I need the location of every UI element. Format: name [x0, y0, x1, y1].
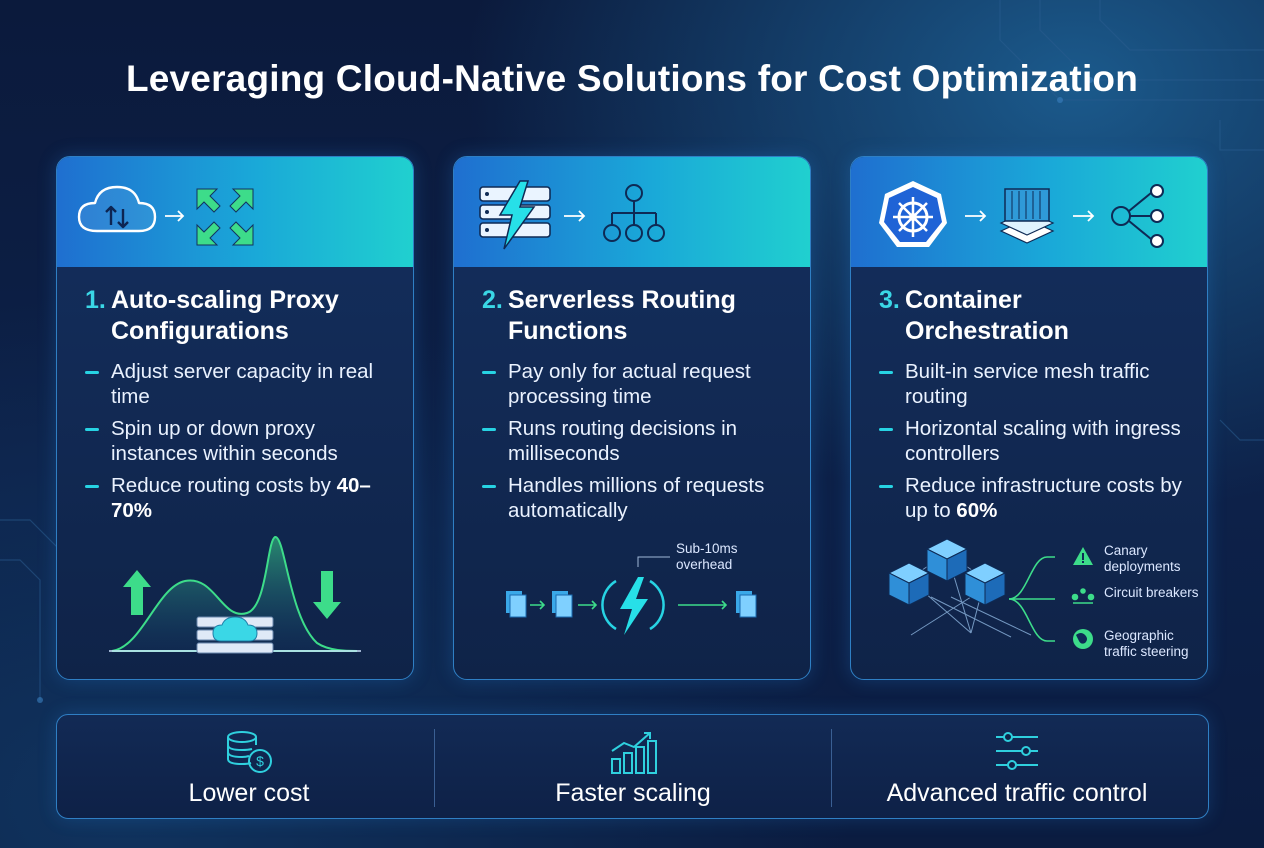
- highlight-value: 60%: [956, 499, 998, 522]
- document-icon: [552, 591, 573, 618]
- up-arrow-icon: [123, 570, 151, 615]
- page-title: Leveraging Cloud-Native Solutions for Co…: [125, 58, 1139, 99]
- card-container-orchestration: 3.Container Orchestration Built-in servi…: [850, 156, 1208, 680]
- request-flow-illustration: [506, 556, 757, 635]
- benefit-faster-scaling: Faster scaling: [441, 715, 825, 820]
- bullet-item: Reduce infrastructure costs by up to 60%: [879, 473, 1184, 523]
- scaling-curve-illustration: [109, 535, 361, 654]
- container-mesh-illustration: [887, 538, 1095, 649]
- circuit-icon: [1071, 588, 1095, 604]
- hierarchy-icon: [603, 184, 665, 242]
- arrow-right-icon: [578, 600, 598, 610]
- arrow-right-icon: [530, 600, 546, 610]
- bullet-list: Pay only for actual request processing t…: [482, 359, 787, 530]
- benefit-lower-cost: $ Lower cost: [57, 715, 441, 820]
- divider: [434, 729, 435, 807]
- card-title-text: Auto-scaling Proxy Configurations: [111, 286, 339, 345]
- bullet-item: Runs routing decisions in milliseconds: [482, 416, 787, 466]
- traffic-curve: [111, 535, 358, 652]
- document-icon: [736, 591, 757, 618]
- card-header: [851, 157, 1207, 267]
- bullet-item: Built-in service mesh traffic routing: [879, 359, 1184, 409]
- benefit-label: Faster scaling: [555, 779, 711, 807]
- divider: [831, 729, 832, 807]
- highlight-value: 40–70%: [111, 474, 371, 522]
- svg-text:$: $: [256, 753, 264, 769]
- card-number: 3.: [879, 286, 900, 314]
- sliders-icon: [996, 732, 1038, 770]
- overhead-label: Sub-10ms overhead: [676, 541, 738, 572]
- arrow-right-icon: [678, 600, 728, 610]
- cloud-icon: [212, 616, 258, 642]
- benefits-bar: $ Lower cost Faster scaling Advanced tra…: [56, 714, 1209, 819]
- card-number: 1.: [85, 286, 106, 314]
- card-title: 1.Auto-scaling Proxy Configurations: [85, 285, 395, 347]
- arrow-right-icon: [965, 210, 987, 222]
- container-cube-icon: [887, 538, 1007, 606]
- card-title-text: Serverless Routing Functions: [508, 286, 736, 345]
- card-header: [57, 157, 413, 267]
- warning-icon: [1073, 547, 1093, 565]
- bar-chart-growth-icon: [611, 732, 657, 774]
- bullet-list: Built-in service mesh traffic routing Ho…: [879, 359, 1184, 530]
- feature-label: Geographic traffic steering: [1104, 628, 1189, 659]
- card-title: 3.Container Orchestration: [879, 285, 1189, 347]
- bullet-item: Reduce routing costs by 40–70%: [85, 473, 390, 523]
- bullet-item: Horizontal scaling with ingress controll…: [879, 416, 1184, 466]
- benefit-label: Advanced traffic control: [886, 779, 1148, 807]
- bullet-item: Handles millions of requests automatical…: [482, 473, 787, 523]
- cloud-arrows-icon: [77, 185, 157, 233]
- lightning-bolt-icon: [601, 577, 665, 635]
- coins-dollar-icon: $: [227, 731, 272, 773]
- benefit-traffic-control: Advanced traffic control: [825, 715, 1209, 820]
- server-lightning-icon: [479, 180, 551, 250]
- bullet-item: Spin up or down proxy instances within s…: [85, 416, 390, 466]
- document-icon: [506, 591, 527, 618]
- kubernetes-helm-icon: [879, 181, 947, 247]
- arrow-right-icon: [564, 210, 586, 222]
- feature-label: Canary deployments: [1104, 543, 1181, 574]
- bullet-item: Adjust server capacity in real time: [85, 359, 390, 409]
- branch-nodes-icon: [1111, 184, 1164, 248]
- feature-label: Circuit breakers: [1104, 585, 1199, 600]
- expand-arrows-icon: [196, 188, 254, 246]
- down-arrow-icon: [313, 571, 341, 619]
- container-stack-icon: [999, 188, 1055, 244]
- arrow-right-icon: [165, 210, 185, 222]
- card-number: 2.: [482, 286, 503, 314]
- card-title: 2.Serverless Routing Functions: [482, 285, 792, 347]
- globe-icon: [1073, 629, 1093, 649]
- card-auto-scaling: 1.Auto-scaling Proxy Configurations Adju…: [56, 156, 414, 680]
- bullet-list: Adjust server capacity in real time Spin…: [85, 359, 390, 530]
- card-title-text: Container Orchestration: [905, 286, 1069, 345]
- card-serverless: 2.Serverless Routing Functions Pay only …: [453, 156, 811, 680]
- arrow-right-icon: [1073, 210, 1095, 222]
- card-header: [454, 157, 810, 267]
- bullet-item: Pay only for actual request processing t…: [482, 359, 787, 409]
- benefit-label: Lower cost: [188, 779, 310, 807]
